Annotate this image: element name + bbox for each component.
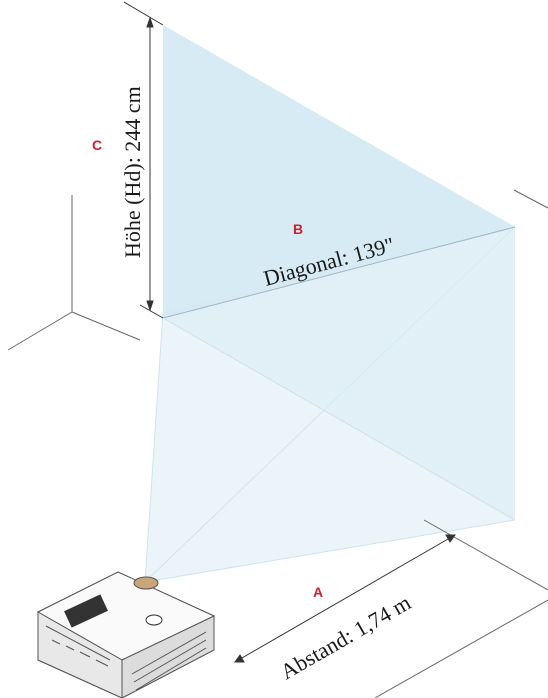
height-label: Höhe (Hd): 244 cm [120, 86, 145, 258]
projection-screen [162, 25, 516, 521]
projector-icon [36, 571, 216, 698]
distance-label: Abstand: 1,74 m [276, 590, 415, 685]
dell-logo-icon [145, 614, 163, 626]
floor-line [374, 599, 548, 698]
distance-dimension [234, 534, 456, 663]
distance-extension-line [423, 519, 548, 591]
screen-extension-line [513, 189, 548, 209]
label-c: C [92, 137, 102, 153]
height-dimension [123, 1, 164, 319]
corner-axes [7, 195, 141, 351]
label-b: B [293, 221, 303, 237]
label-a: A [313, 584, 323, 600]
projector-lens-icon [133, 576, 159, 590]
screen-diagonal-line [162, 226, 516, 319]
projector-keypad-icon [64, 594, 108, 628]
